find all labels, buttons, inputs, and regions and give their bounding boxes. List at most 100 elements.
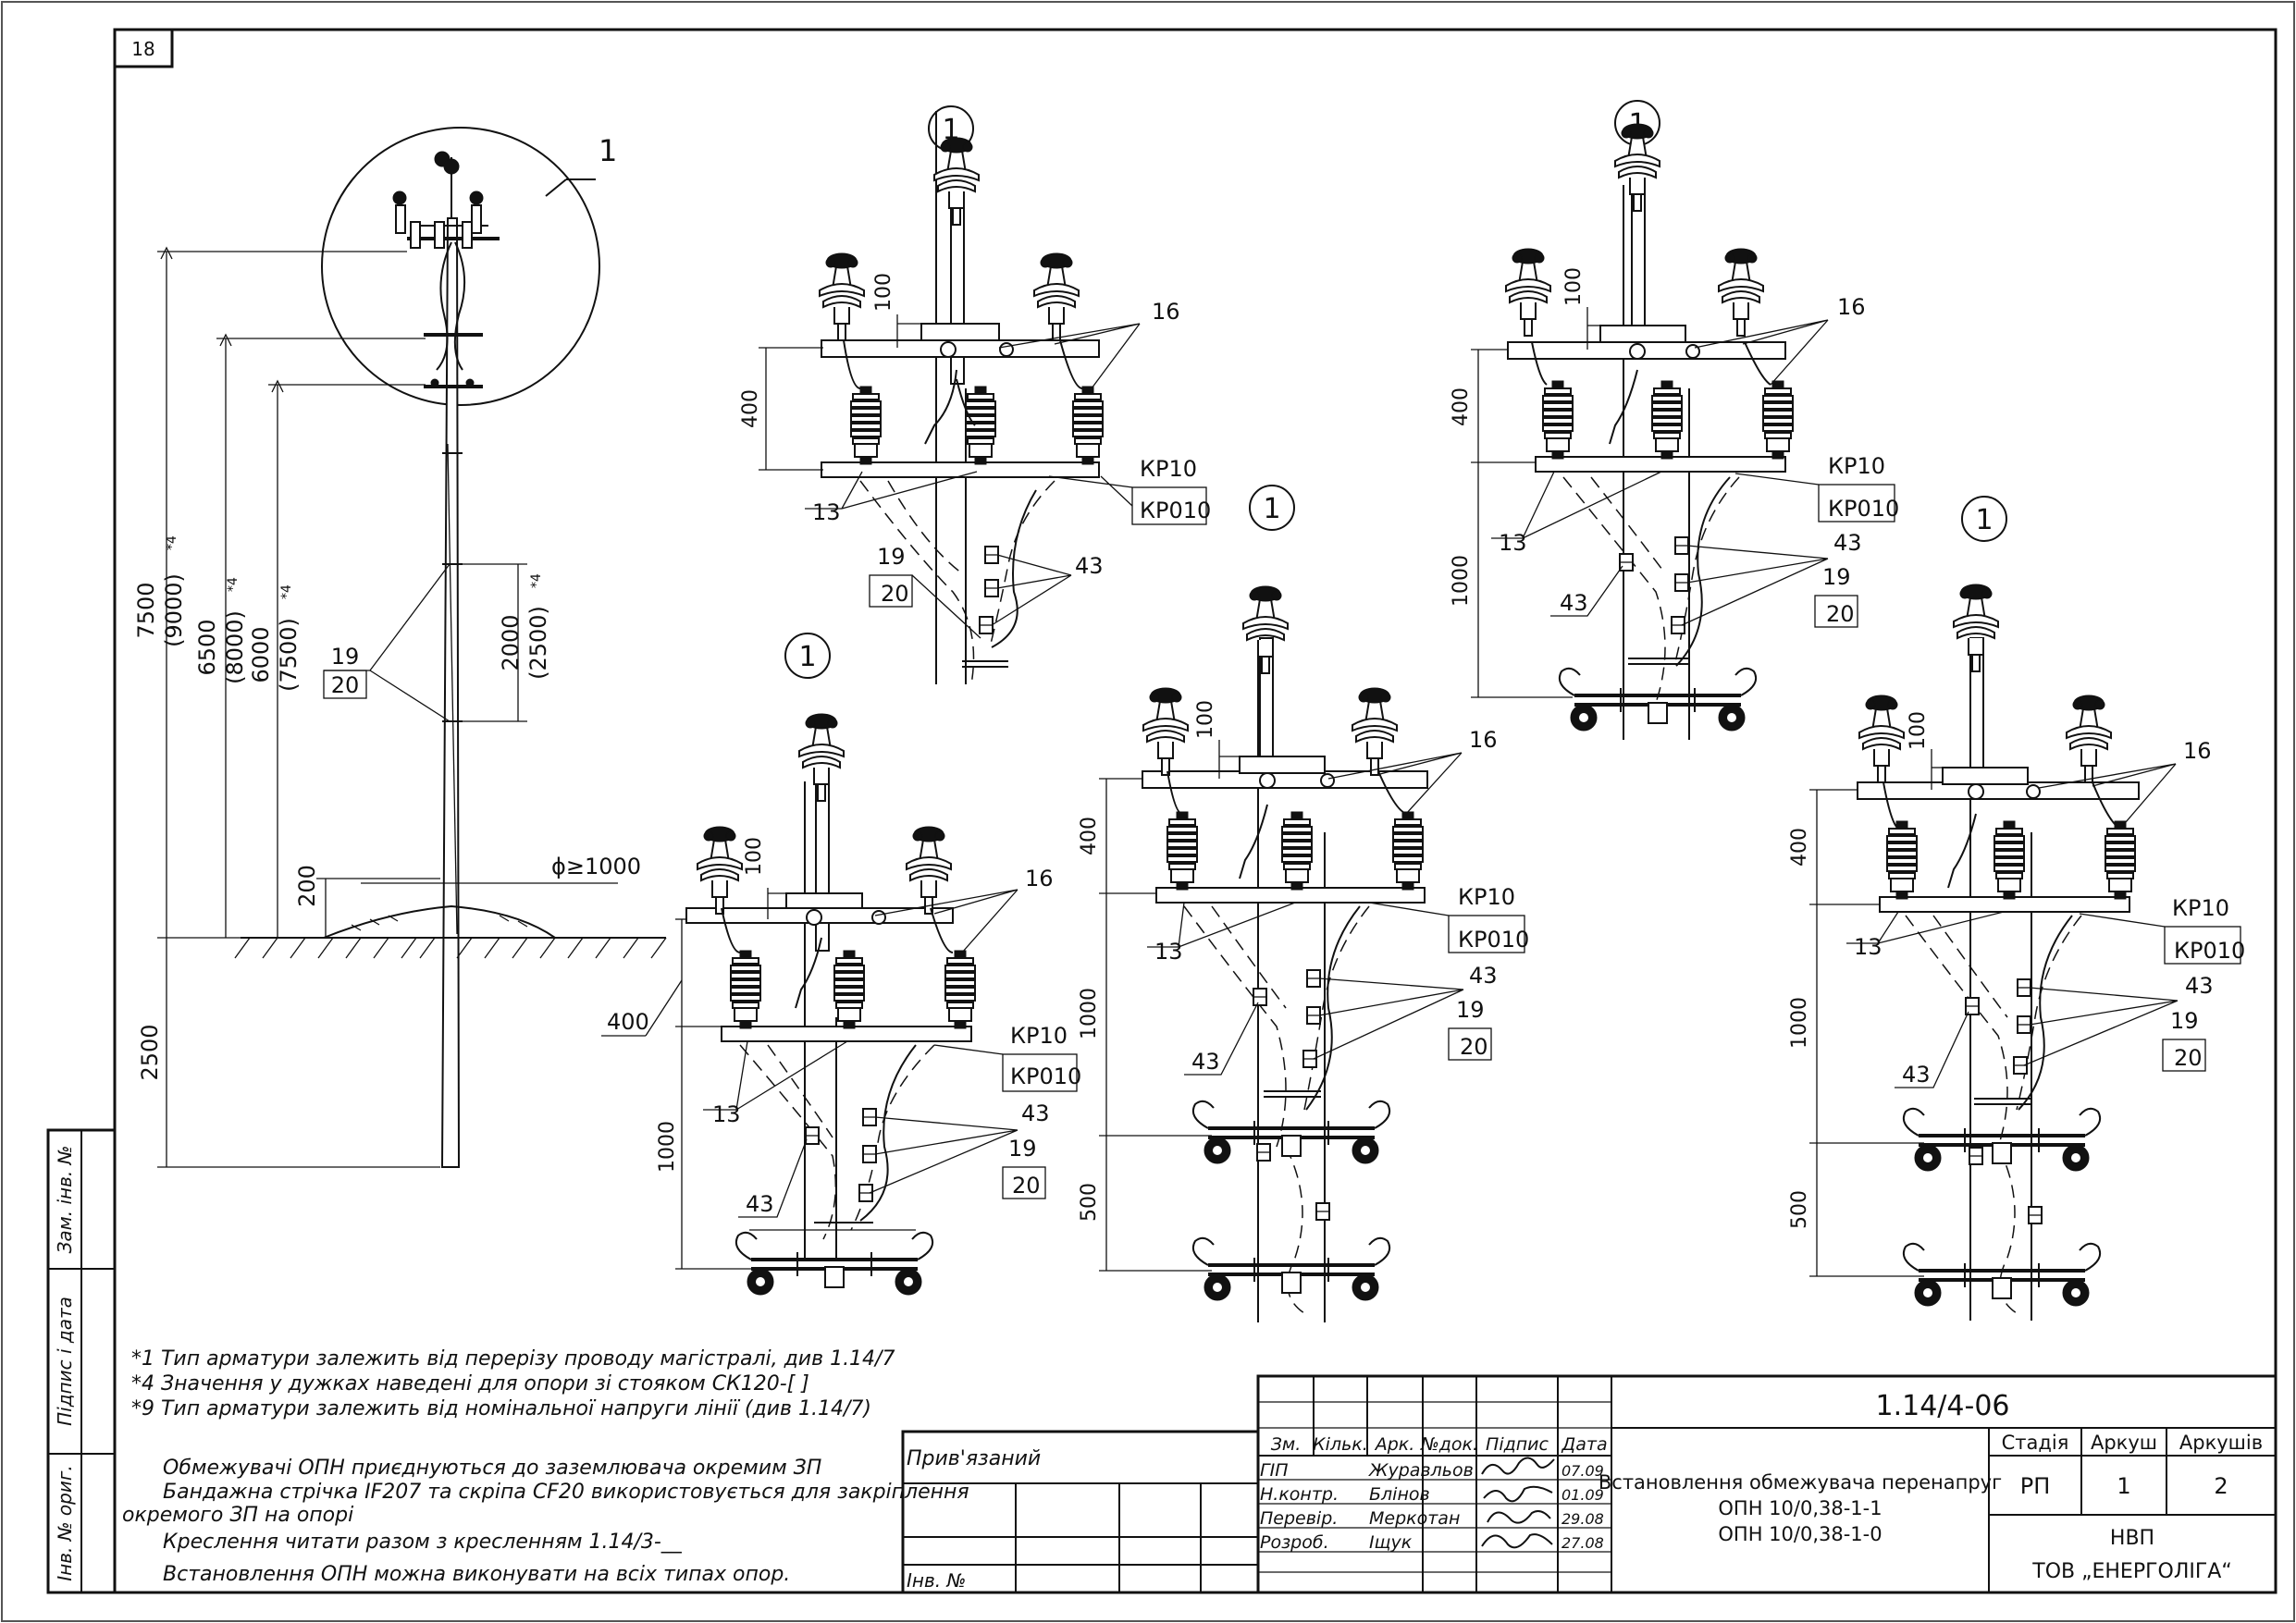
detail-b-label-43-left: 43 xyxy=(746,1191,774,1217)
date-gip: 07.09 xyxy=(1562,1462,1604,1480)
detail-a-label-kp10: КР10 xyxy=(1140,456,1197,482)
role-nkontr: Н.контр. xyxy=(1260,1484,1339,1505)
detail-b-label-400: 400 xyxy=(607,1009,649,1035)
dim-200: 200 xyxy=(294,865,320,907)
detail-b-label-kp010: КР010 xyxy=(1010,1064,1081,1089)
stamp-sign-date: Підпис і дата xyxy=(54,1297,76,1426)
company-line-2: ТОВ „ЕНЕРГОЛІГА“ xyxy=(2031,1560,2231,1583)
company-line-1: НВП xyxy=(2110,1527,2154,1550)
detail-b-dim-100: 100 xyxy=(743,837,766,876)
title-line-3: ОПН 10/0,38-1-0 xyxy=(1718,1523,1882,1545)
detail-d-dim-1000: 1000 xyxy=(1450,555,1473,607)
dim-9000-note: *4 xyxy=(165,535,179,550)
col-header-ark: Арк. xyxy=(1374,1434,1415,1455)
detail-a-label-kp010: КР010 xyxy=(1140,498,1211,523)
instruction-1: Обмежувачі ОПН приєднуються до заземлюва… xyxy=(163,1457,821,1480)
detail-b: 1 1000 100 40 xyxy=(601,633,1081,1297)
date-nkontr: 01.09 xyxy=(1562,1486,1604,1504)
dim-2000: 2000 xyxy=(498,614,524,670)
sheet-label: Аркуш xyxy=(2091,1432,2157,1454)
col-header-kilk: Кільк. xyxy=(1313,1434,1368,1455)
instruction-2: Бандажна стрічка IF207 та скріпа CF20 ви… xyxy=(163,1481,969,1504)
detail-e-dim-1000: 1000 xyxy=(1788,997,1811,1049)
detail-a-label-13: 13 xyxy=(812,499,841,525)
detail-e-label-13: 13 xyxy=(1854,934,1882,960)
date-rozrob: 27.08 xyxy=(1562,1534,1604,1552)
name-gip: Журавльов xyxy=(1368,1460,1474,1481)
inv-label: Інв. № xyxy=(907,1569,966,1592)
title-line-2: ОПН 10/0,38-1-1 xyxy=(1718,1497,1882,1519)
detail-c-dim-500: 500 xyxy=(1078,1183,1101,1222)
detail-d-label-16: 16 xyxy=(1837,294,1866,320)
instruction-3: окремого ЗП на опорі xyxy=(122,1504,353,1527)
overview-callout: 1 xyxy=(599,133,617,168)
doc-code: 1.14/4-06 xyxy=(1876,1390,2010,1422)
role-gip: ГІП xyxy=(1260,1460,1288,1481)
detail-e-label-16: 16 xyxy=(2183,738,2212,764)
detail-c-dim-400: 400 xyxy=(1078,817,1101,855)
col-header-zm: Зм. xyxy=(1271,1434,1302,1455)
detail-e-label-19: 19 xyxy=(2170,1008,2199,1034)
signature-nkontr xyxy=(1483,1485,1553,1503)
role-rozrob: Розроб. xyxy=(1260,1532,1329,1553)
dim-8000: (8000) xyxy=(222,610,248,684)
detail-b-dim-1000: 1000 xyxy=(656,1121,679,1173)
detail-d-dim-100: 100 xyxy=(1562,267,1586,306)
date-perevir: 29.08 xyxy=(1562,1510,1604,1528)
detail-d: 1 400 1000 100 xyxy=(1450,100,1899,740)
detail-e-dim-500: 500 xyxy=(1788,1190,1811,1229)
dim-7500-note: *4 xyxy=(279,584,294,599)
role-perevir: Перевір. xyxy=(1260,1508,1338,1529)
overview-label-19: 19 xyxy=(331,644,360,670)
dim-8000-note: *4 xyxy=(226,577,241,592)
name-nkontr: Блінов xyxy=(1369,1484,1430,1505)
signature-perevir xyxy=(1487,1510,1551,1524)
bound-label: Прив'язаний xyxy=(907,1447,1041,1470)
dim-7500: 7500 xyxy=(133,582,159,638)
detail-e-label-kp010: КР010 xyxy=(2174,938,2245,964)
detail-a-dim-100: 100 xyxy=(872,273,895,312)
detail-d-label-19: 19 xyxy=(1822,564,1851,590)
detail-c-label-43-right: 43 xyxy=(1469,963,1498,989)
side-stamp: Зам. інв. № Підпис і дата Інв. № ориг. xyxy=(46,1128,117,1594)
col-header-sign: Підпис xyxy=(1486,1434,1549,1455)
dim-2500: 2500 xyxy=(137,1024,163,1080)
detail-c-label-20: 20 xyxy=(1460,1034,1488,1060)
detail-b-label-19: 19 xyxy=(1008,1136,1037,1162)
detail-e-dim-400: 400 xyxy=(1788,828,1811,867)
title-block: Прив'язаний Інв. № Зм. Кільк. Арк. №док.… xyxy=(901,1374,2277,1594)
detail-a-label-20: 20 xyxy=(881,581,909,607)
signature-gip xyxy=(1481,1457,1555,1475)
sheets-label: Аркушів xyxy=(2179,1432,2263,1454)
detail-c-label-kp010: КР010 xyxy=(1458,927,1529,953)
instruction-4: Креслення читати разом з кресленням 1.14… xyxy=(163,1531,683,1554)
detail-e: 1 400 1000 xyxy=(1788,496,2245,1321)
detail-c-dim-100: 100 xyxy=(1194,700,1217,739)
detail-d-label-kp10: КР10 xyxy=(1828,453,1885,479)
instruction-5: Встановлення ОПН можна виконувати на всі… xyxy=(163,1563,790,1586)
detail-a-label-16: 16 xyxy=(1152,299,1180,325)
notes: *1 Тип арматури залежить від перерізу пр… xyxy=(122,1347,969,1586)
note-1: *1 Тип арматури залежить від перерізу пр… xyxy=(131,1347,895,1371)
stage-label: Стадія xyxy=(2002,1432,2069,1454)
detail-e-callout: 1 xyxy=(1975,504,1993,536)
detail-c-label-43-left: 43 xyxy=(1191,1049,1220,1075)
detail-c-label-13: 13 xyxy=(1154,939,1183,965)
detail-b-label-13: 13 xyxy=(712,1101,741,1127)
detail-d-dim-400: 400 xyxy=(1450,387,1473,426)
dim-2500-note: *4 xyxy=(529,573,544,588)
detail-a-label-43: 43 xyxy=(1075,553,1104,579)
detail-d-label-43-left: 43 xyxy=(1560,590,1588,616)
detail-a-label-19: 19 xyxy=(877,544,906,570)
detail-c-label-kp10: КР10 xyxy=(1458,884,1515,910)
detail-b-label-20: 20 xyxy=(1012,1173,1041,1199)
signature-rozrob xyxy=(1481,1533,1553,1549)
title-line-1: Встановлення обмежувача перенапруг xyxy=(1599,1471,2002,1494)
detail-b-label-43-right: 43 xyxy=(1021,1100,1050,1126)
page-number: 18 xyxy=(131,38,154,60)
dim-2500-paren: (2500) xyxy=(525,606,551,680)
sheets-value: 2 xyxy=(2214,1473,2228,1499)
detail-b-label-16: 16 xyxy=(1025,866,1054,891)
sheet-value: 1 xyxy=(2117,1473,2130,1499)
